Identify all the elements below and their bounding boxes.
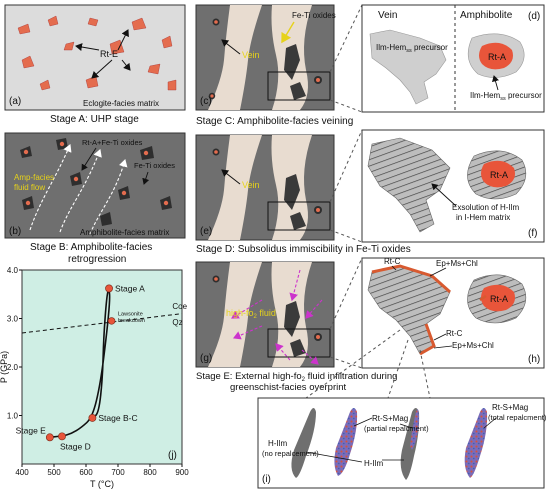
high-fo2-arrows <box>231 269 323 365</box>
label-high-fo2-fluid: high-fo2 fluid <box>226 308 276 320</box>
y-tick-label: 2.0 <box>7 363 19 372</box>
y-axis-label: P (GPa) <box>0 351 9 383</box>
h-ilm-1: H-Ilm <box>268 439 287 448</box>
panel-a: Rt-E (a) Eclogite-facies matrix Stage A:… <box>4 4 186 125</box>
y-tick-label: 1.0 <box>7 412 19 421</box>
ep-ms-chl-2: Ep+Ms+Chl <box>452 341 494 350</box>
label-feti-b: Fe-Ti oxides <box>134 161 175 170</box>
stage-dot <box>105 284 113 293</box>
panel-b-matrix: Amphibolite-facies matrix <box>80 228 169 237</box>
stage-label: Stage E <box>16 425 47 435</box>
h-ilm-1b: (no repalcement) <box>262 449 319 458</box>
rts-mag-2b: (total repalcment) <box>488 413 547 422</box>
h-ilm-2: H-Ilm <box>364 459 383 468</box>
annotation: breakdown <box>118 318 145 324</box>
x-axis-label: T (°C) <box>90 479 114 489</box>
label-vein-e: Vein <box>242 180 260 190</box>
x-tick-label: 900 <box>175 468 189 477</box>
annotation: Lawsonite <box>118 312 143 318</box>
exsolution-2: in I-Hem matrix <box>456 213 510 222</box>
x-tick-label: 800 <box>143 468 157 477</box>
y-tick-label: 3.0 <box>7 315 19 324</box>
stage-dot <box>58 432 66 441</box>
annotation: Coe <box>172 302 187 311</box>
panel-f-letter: (f) <box>528 228 537 239</box>
precursor-1: Ilm-Hemss precursor <box>376 43 448 54</box>
rta-f: Rt-A <box>490 170 508 180</box>
y-axis: 1.0 2.0 3.0 4.0 <box>7 266 22 421</box>
label-vein-c: Vein <box>242 50 260 60</box>
caption-stage-e-2: greenschist-facies overprint <box>230 382 347 393</box>
caption-stage-a: Stage A: UHP stage <box>50 114 139 125</box>
stage-label: Stage D <box>60 441 91 451</box>
rta-cores <box>23 141 169 206</box>
pt-path-line <box>47 289 111 439</box>
caption-stage-b-1: Stage B: Amphibolite-facies <box>30 242 152 253</box>
caption-stage-c: Stage C: Amphibolite-facies veining <box>196 116 353 127</box>
rts-mag-1: Rt-S+Mag <box>372 414 408 423</box>
exsolution-1: Exsolution of H-Ilm <box>452 203 519 212</box>
y-tick-label: 4.0 <box>7 266 19 275</box>
x-tick-label: 500 <box>47 468 61 477</box>
panel-g-letter: (g) <box>200 353 212 364</box>
panel-i-letter: (i) <box>262 474 271 485</box>
lawsonite-dot <box>107 317 116 325</box>
panel-b-letter: (b) <box>9 226 21 237</box>
panel-c-letter: (c) <box>200 96 212 107</box>
title-amphibolite-d: Amphibolite <box>460 10 513 21</box>
stage-markers: Stage A Stage B-C Stage D Stage E <box>16 283 146 451</box>
panel-f: Rt-A Exsolution of H-Ilm in I-Hem matrix… <box>361 129 545 243</box>
panel-e-letter: (e) <box>200 226 212 237</box>
panel-j-letter: (j) <box>168 450 177 461</box>
rta-h: Rt-A <box>490 294 508 304</box>
panel-g: high-fo2 fluid (g) Stage E: External hig… <box>195 261 397 393</box>
panel-i: H-Ilm (no repalcement) Rt-S+Mag (partial… <box>257 397 547 489</box>
x-tick-label: 400 <box>15 468 29 477</box>
rts-mag-1b: (partial repalcment) <box>364 424 429 433</box>
x-tick-label: 700 <box>111 468 125 477</box>
panel-b: Rt-A+Fe-Ti oxides Fe-Ti oxides Amp-facie… <box>4 132 186 265</box>
rta-d: Rt-A <box>488 52 506 62</box>
rtc-2: Rt-C <box>446 329 463 338</box>
rte-grains <box>17 15 177 91</box>
rtc-1: Rt-C <box>384 257 401 266</box>
stage-label: Stage A <box>115 283 145 293</box>
panel-a-letter: (a) <box>9 96 21 107</box>
panel-d-letter: (d) <box>528 11 540 22</box>
coe-qz-line <box>21 313 183 334</box>
stage-dot <box>88 414 97 422</box>
stage-dot <box>45 433 54 442</box>
label-rte: Rt-E <box>100 49 118 59</box>
fluid-flow-arrows <box>29 143 128 235</box>
x-axis: 400 500 600 700 800 900 <box>15 464 189 477</box>
panel-e: Vein (e) Stage D: Subsolidus immiscibili… <box>195 134 411 255</box>
annotation: Qz <box>172 318 182 327</box>
panel-a-matrix: Eclogite-facies matrix <box>83 99 159 108</box>
caption-stage-e-1: Stage E: External high-fo2 fluid infiltr… <box>196 371 397 383</box>
panel-h: Rt-A Rt-C Ep+Ms+Chl Rt-C Ep+Ms+Chl (h) <box>361 257 545 369</box>
panel-d: Vein Amphibolite Ilm-Hemss precursor Rt-… <box>361 4 545 113</box>
stage-label: Stage B-C <box>98 413 137 423</box>
caption-stage-d: Stage D: Subsolidus immiscibility in Fe-… <box>196 244 411 255</box>
label-feti-c: Fe-Ti oxides <box>292 11 336 20</box>
caption-stage-b-2: retrogression <box>68 254 126 265</box>
rts-mag-2: Rt-S+Mag <box>492 403 528 412</box>
ep-ms-chl-1: Ep+Ms+Chl <box>436 259 478 268</box>
title-vein-d: Vein <box>378 10 397 21</box>
panel-h-letter: (h) <box>528 354 540 365</box>
panel-c: Fe-Ti oxides Vein (c) Stage C: Amphiboli… <box>195 4 353 127</box>
label-amp-fluid-1: Amp-facies <box>14 173 54 182</box>
label-amp-fluid-2: fluid flow <box>14 183 45 192</box>
precursor-2: Ilm-Hemss precursor <box>470 91 542 102</box>
x-tick-label: 600 <box>79 468 93 477</box>
label-rta-feti: Rt-A+Fe-Ti oxides <box>82 138 143 147</box>
